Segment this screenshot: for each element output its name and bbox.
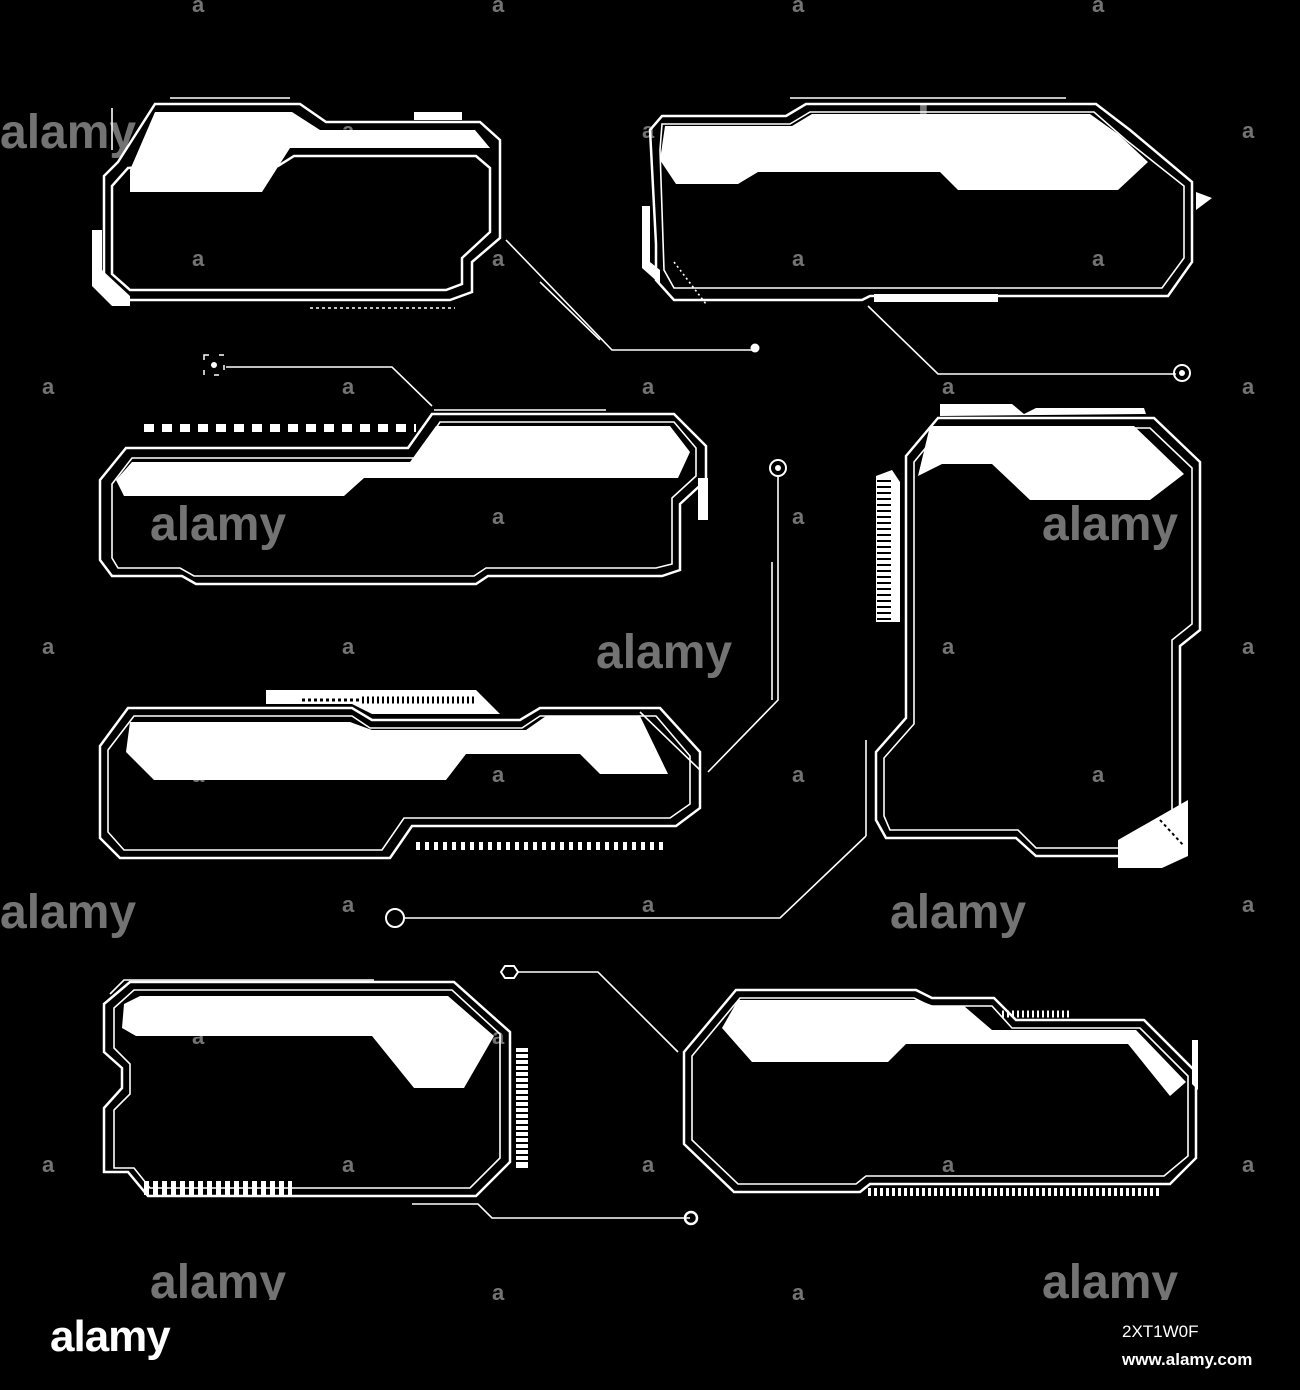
watermark-glyph: a — [1092, 246, 1105, 271]
hud-frame-bottom-right — [682, 988, 1198, 1196]
watermark-glyph: a — [1242, 892, 1255, 917]
watermark-layer: alamy alamy alamy alamy alamy alamy alam… — [0, 0, 1255, 1300]
hud-frame-top-left — [92, 97, 502, 309]
hud-connectors — [385, 239, 1191, 1226]
watermark-glyph: a — [1092, 0, 1105, 17]
watermark-text: alamy — [1042, 1256, 1178, 1300]
watermark-text: alamy — [0, 106, 136, 159]
watermark-glyph: a — [942, 634, 955, 659]
watermark-glyph: a — [192, 1024, 205, 1049]
watermark-glyph: a — [192, 762, 205, 787]
watermark-glyph: a — [42, 374, 55, 399]
watermark-glyph: a — [942, 1152, 955, 1177]
watermark-glyph: a — [42, 1152, 55, 1177]
watermark-glyph: a — [492, 1280, 505, 1300]
hud-frame-right-tall — [865, 404, 1202, 868]
watermark-glyph: a — [342, 892, 355, 917]
watermark-glyph: a — [1092, 1024, 1105, 1049]
connector-frame2-to-node — [867, 305, 1176, 375]
watermark-text: alamy — [890, 886, 1026, 939]
hud-frame-lower-left — [98, 690, 702, 860]
hud-frame-top-right — [642, 97, 1212, 305]
watermark-text: alamy — [596, 626, 732, 679]
node-ring — [683, 1210, 699, 1226]
watermark-glyph: a — [1242, 374, 1255, 399]
watermark-text: alamy — [1042, 498, 1178, 551]
watermark-glyph: a — [792, 1024, 805, 1049]
site-url: www.alamy.com — [1122, 1350, 1253, 1369]
watermark-glyph: a — [492, 246, 505, 271]
watermark-glyph: a — [642, 892, 655, 917]
watermark-glyph: a — [642, 374, 655, 399]
hud-artwork: alamy alamy alamy alamy alamy alamy alam… — [0, 0, 1255, 1300]
watermark-glyph: a — [192, 246, 205, 271]
watermark-glyph: a — [792, 504, 805, 529]
watermark-glyph: a — [342, 634, 355, 659]
watermark-glyph: a — [942, 374, 955, 399]
hud-frame-top-right-stripes — [673, 261, 707, 305]
watermark-glyph: a — [492, 0, 505, 17]
watermark-text: alamy — [890, 98, 1026, 151]
watermark-glyph: a — [1092, 762, 1105, 787]
node-ring — [1173, 364, 1191, 382]
watermark-text: alamy — [0, 886, 136, 939]
watermark-glyph: a — [492, 762, 505, 787]
alamy-logo: alamy — [50, 1312, 171, 1361]
watermark-text: alamy — [150, 498, 286, 551]
watermark-glyph: a — [792, 762, 805, 787]
watermark-glyph: a — [342, 1152, 355, 1177]
node-ring — [769, 459, 787, 477]
hud-frame-top-left-stripes — [310, 112, 462, 309]
hud-frame-bottom-left — [102, 979, 690, 1219]
node-dot — [750, 343, 760, 353]
watermark-glyph: a — [642, 118, 655, 143]
watermark-glyph: a — [342, 118, 355, 143]
image-id: 2XT1W0F — [1122, 1322, 1199, 1341]
watermark-glyph: a — [1242, 118, 1255, 143]
watermark-glyph: a — [492, 504, 505, 529]
connector-hex — [518, 971, 679, 1053]
watermark-text: alamy — [150, 1256, 286, 1300]
watermark-glyph: a — [342, 374, 355, 399]
connector-frame1-to-node — [505, 239, 754, 351]
connector-bottom-long — [404, 835, 867, 919]
stock-footer: alamy 2XT1W0F www.alamy.com — [0, 1300, 1300, 1390]
connector-vertical — [707, 475, 779, 773]
watermark-glyph: a — [792, 0, 805, 17]
hud-frame-middle-left — [98, 354, 708, 586]
watermark-glyph: a — [1242, 634, 1255, 659]
watermark-glyph: a — [792, 1280, 805, 1300]
watermark-glyph: a — [642, 1152, 655, 1177]
watermark-glyph: a — [1242, 1152, 1255, 1177]
node-hex — [499, 965, 520, 979]
node-ring — [385, 908, 405, 928]
watermark-glyph: a — [492, 1024, 505, 1049]
watermark-glyph: a — [792, 246, 805, 271]
watermark-glyph: a — [192, 0, 205, 17]
watermark-glyph: a — [42, 634, 55, 659]
